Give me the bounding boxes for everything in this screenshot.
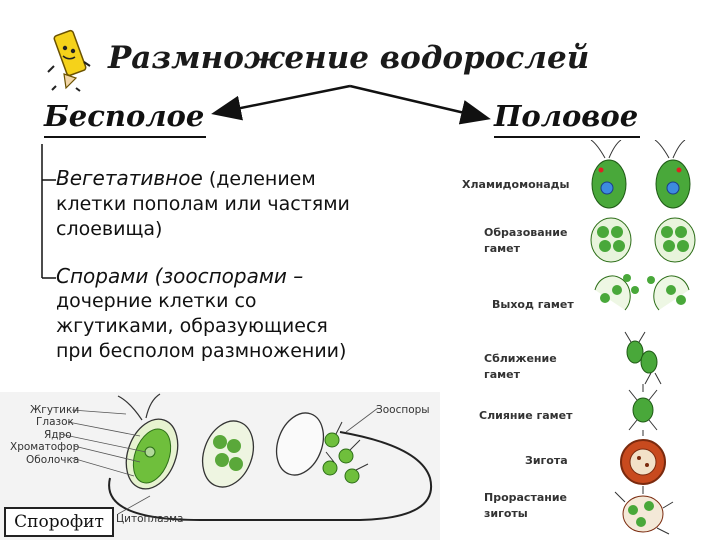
figure-label-cytoplasm: Цитоплазма	[116, 513, 183, 525]
cycle-label-gamete-release: Выход гамет	[492, 297, 574, 313]
spore-line2: дочерние клетки со	[56, 289, 346, 314]
chlamydomonas-sexual-cycle-figure	[575, 140, 715, 540]
vegetative-line3: слоевища)	[56, 217, 350, 242]
sexual-branch-label: Половое	[494, 99, 638, 133]
figure-label-nucleus: Ядро	[44, 429, 72, 441]
spore-description: Спорами (зооспорами – дочерние клетки со…	[56, 264, 346, 364]
spore-lead: Спорами (зооспорами –	[56, 264, 346, 289]
cycle-label-chlamydomonads: Хламидомонады	[462, 177, 570, 193]
cycle-label-gamete-approach: Сближение гамет	[484, 351, 574, 383]
figure-label-flagella: Жгутики	[30, 404, 79, 416]
cycle-label-gamete-fusion: Слияние гамет	[479, 408, 573, 424]
sexual-underline	[494, 136, 640, 138]
asexual-underline	[44, 136, 206, 138]
spore-line4: при бесполом размножении)	[56, 339, 346, 364]
vegetative-rest: (делением	[203, 168, 316, 190]
cycle-label-gamete-formation: Образование гамет	[484, 225, 574, 257]
vegetative-description: Вегетативное (делением клетки пополам ил…	[56, 166, 350, 242]
spore-line3: жгутиками, образующиеся	[56, 314, 346, 339]
vegetative-lead: Вегетативное	[56, 166, 203, 190]
figure-label-chromatophore: Хроматофор	[10, 441, 79, 453]
vegetative-line2: клетки пополам или частями	[56, 192, 350, 217]
figure-label-membrane: Оболочка	[26, 454, 79, 466]
sporophyte-label-box: Спорофит	[4, 507, 114, 537]
figure-label-zoospores: Зооспоры	[376, 404, 430, 416]
cycle-label-zygote: Зигота	[525, 453, 568, 469]
cycle-label-zygote-germination: Прорастание зиготы	[484, 490, 574, 522]
asexual-branch-label: Бесполое	[44, 99, 204, 133]
figure-label-eyespot: Глазок	[36, 416, 74, 428]
